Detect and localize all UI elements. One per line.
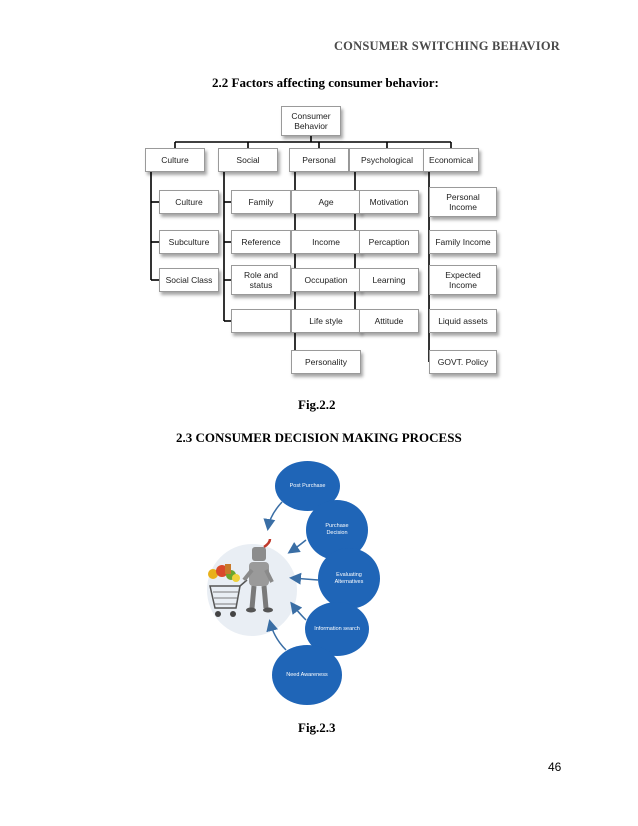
factor-label: Reference [241,237,281,247]
category-node: Culture [145,148,205,172]
category-node: Social [218,148,278,172]
factor-label: Role and status [243,270,279,290]
factor-label: Age [318,197,334,207]
page-number: 46 [548,760,562,774]
factor-node: Family Income [429,230,497,254]
factor-node: Reference [231,230,291,254]
factor-label: Family [248,197,274,207]
factor-label: Subculture [168,237,210,247]
factor-label: Culture [175,197,203,207]
factor-label: Personal Income [446,192,480,212]
category-label: Economical [429,155,473,165]
cycle-arrows [263,501,319,651]
factor-node: Motivation [359,190,419,214]
factor-node: Subculture [159,230,219,254]
factor-label: Learning [372,275,406,285]
factor-node: Personal Income [429,187,497,217]
factor-node [231,309,291,333]
running-header: CONSUMER SWITCHING BEHAVIOR [333,39,560,53]
factor-label: Occupation [304,275,348,285]
factor-node: Occupation [291,268,361,292]
factor-label: Life style [309,316,343,326]
factor-label: Motivation [369,197,409,207]
category-node: Psychological [349,148,425,172]
factor-node: Expected Income [429,265,497,295]
knight-shopper-icon [242,538,274,613]
factor-label: Social Class [165,275,213,285]
category-label: Personal [302,155,336,165]
factor-label: Attitude [374,316,404,326]
root-node-label: Consumer Behavior [291,111,331,131]
factor-label: Percaption [368,237,410,247]
root-node: Consumer Behavior [281,106,341,136]
factor-label: Family Income [435,237,491,247]
stage-need-awareness: Need Awareness [272,645,342,705]
factor-label: Personality [304,357,348,367]
factor-label: Expected Income [445,270,481,290]
factor-node: Percaption [359,230,419,254]
category-label: Psychological [361,155,413,165]
factor-node: Learning [359,268,419,292]
factor-node: Age [291,190,361,214]
factor-node: Role and status [231,265,291,295]
stage-label: Need Awareness [286,671,328,678]
arrow-from-evaluating-alternatives [289,572,319,585]
factor-label: GOVT. Policy [437,357,489,367]
section-heading-2-3: 2.3 CONSUMER DECISION MAKING PROCESS [176,430,462,445]
stage-evaluating-alternatives: Evaluating Alternatives [318,548,380,609]
factor-node: GOVT. Policy [429,350,497,374]
figure-caption-2-3: Fig.2.3 [298,720,336,735]
arrow-to-knight-top [263,501,283,531]
factor-node: Personality [291,350,361,374]
figure-caption-2-2: Fig.2.2 [298,397,336,412]
category-label: Culture [161,155,189,165]
factor-node: Liquid assets [429,309,497,333]
stage-label: Post Purchase [289,482,326,489]
section-heading-2-2: 2.2 Factors affecting consumer behavior: [212,75,439,90]
factor-label: Income [312,237,340,247]
factor-node: Family [231,190,291,214]
shopping-cart-icon [208,564,248,617]
stage-label: Information search [314,625,360,632]
factor-node: Culture [159,190,219,214]
factor-label: Liquid assets [438,316,488,326]
stage-label: Evaluating Alternatives [334,571,364,585]
factor-node: Life style [291,309,361,333]
factor-node: Attitude [359,309,419,333]
stage-label: Purchase Decision [325,523,349,536]
category-node: Personal [289,148,349,172]
arrow-from-information-search [290,601,307,621]
arrow-from-need-awareness [266,619,287,651]
arrow-from-purchase-decision [287,539,307,554]
factor-node: Social Class [159,268,219,292]
category-node: Economical [423,148,479,172]
category-label: Social [236,155,260,165]
